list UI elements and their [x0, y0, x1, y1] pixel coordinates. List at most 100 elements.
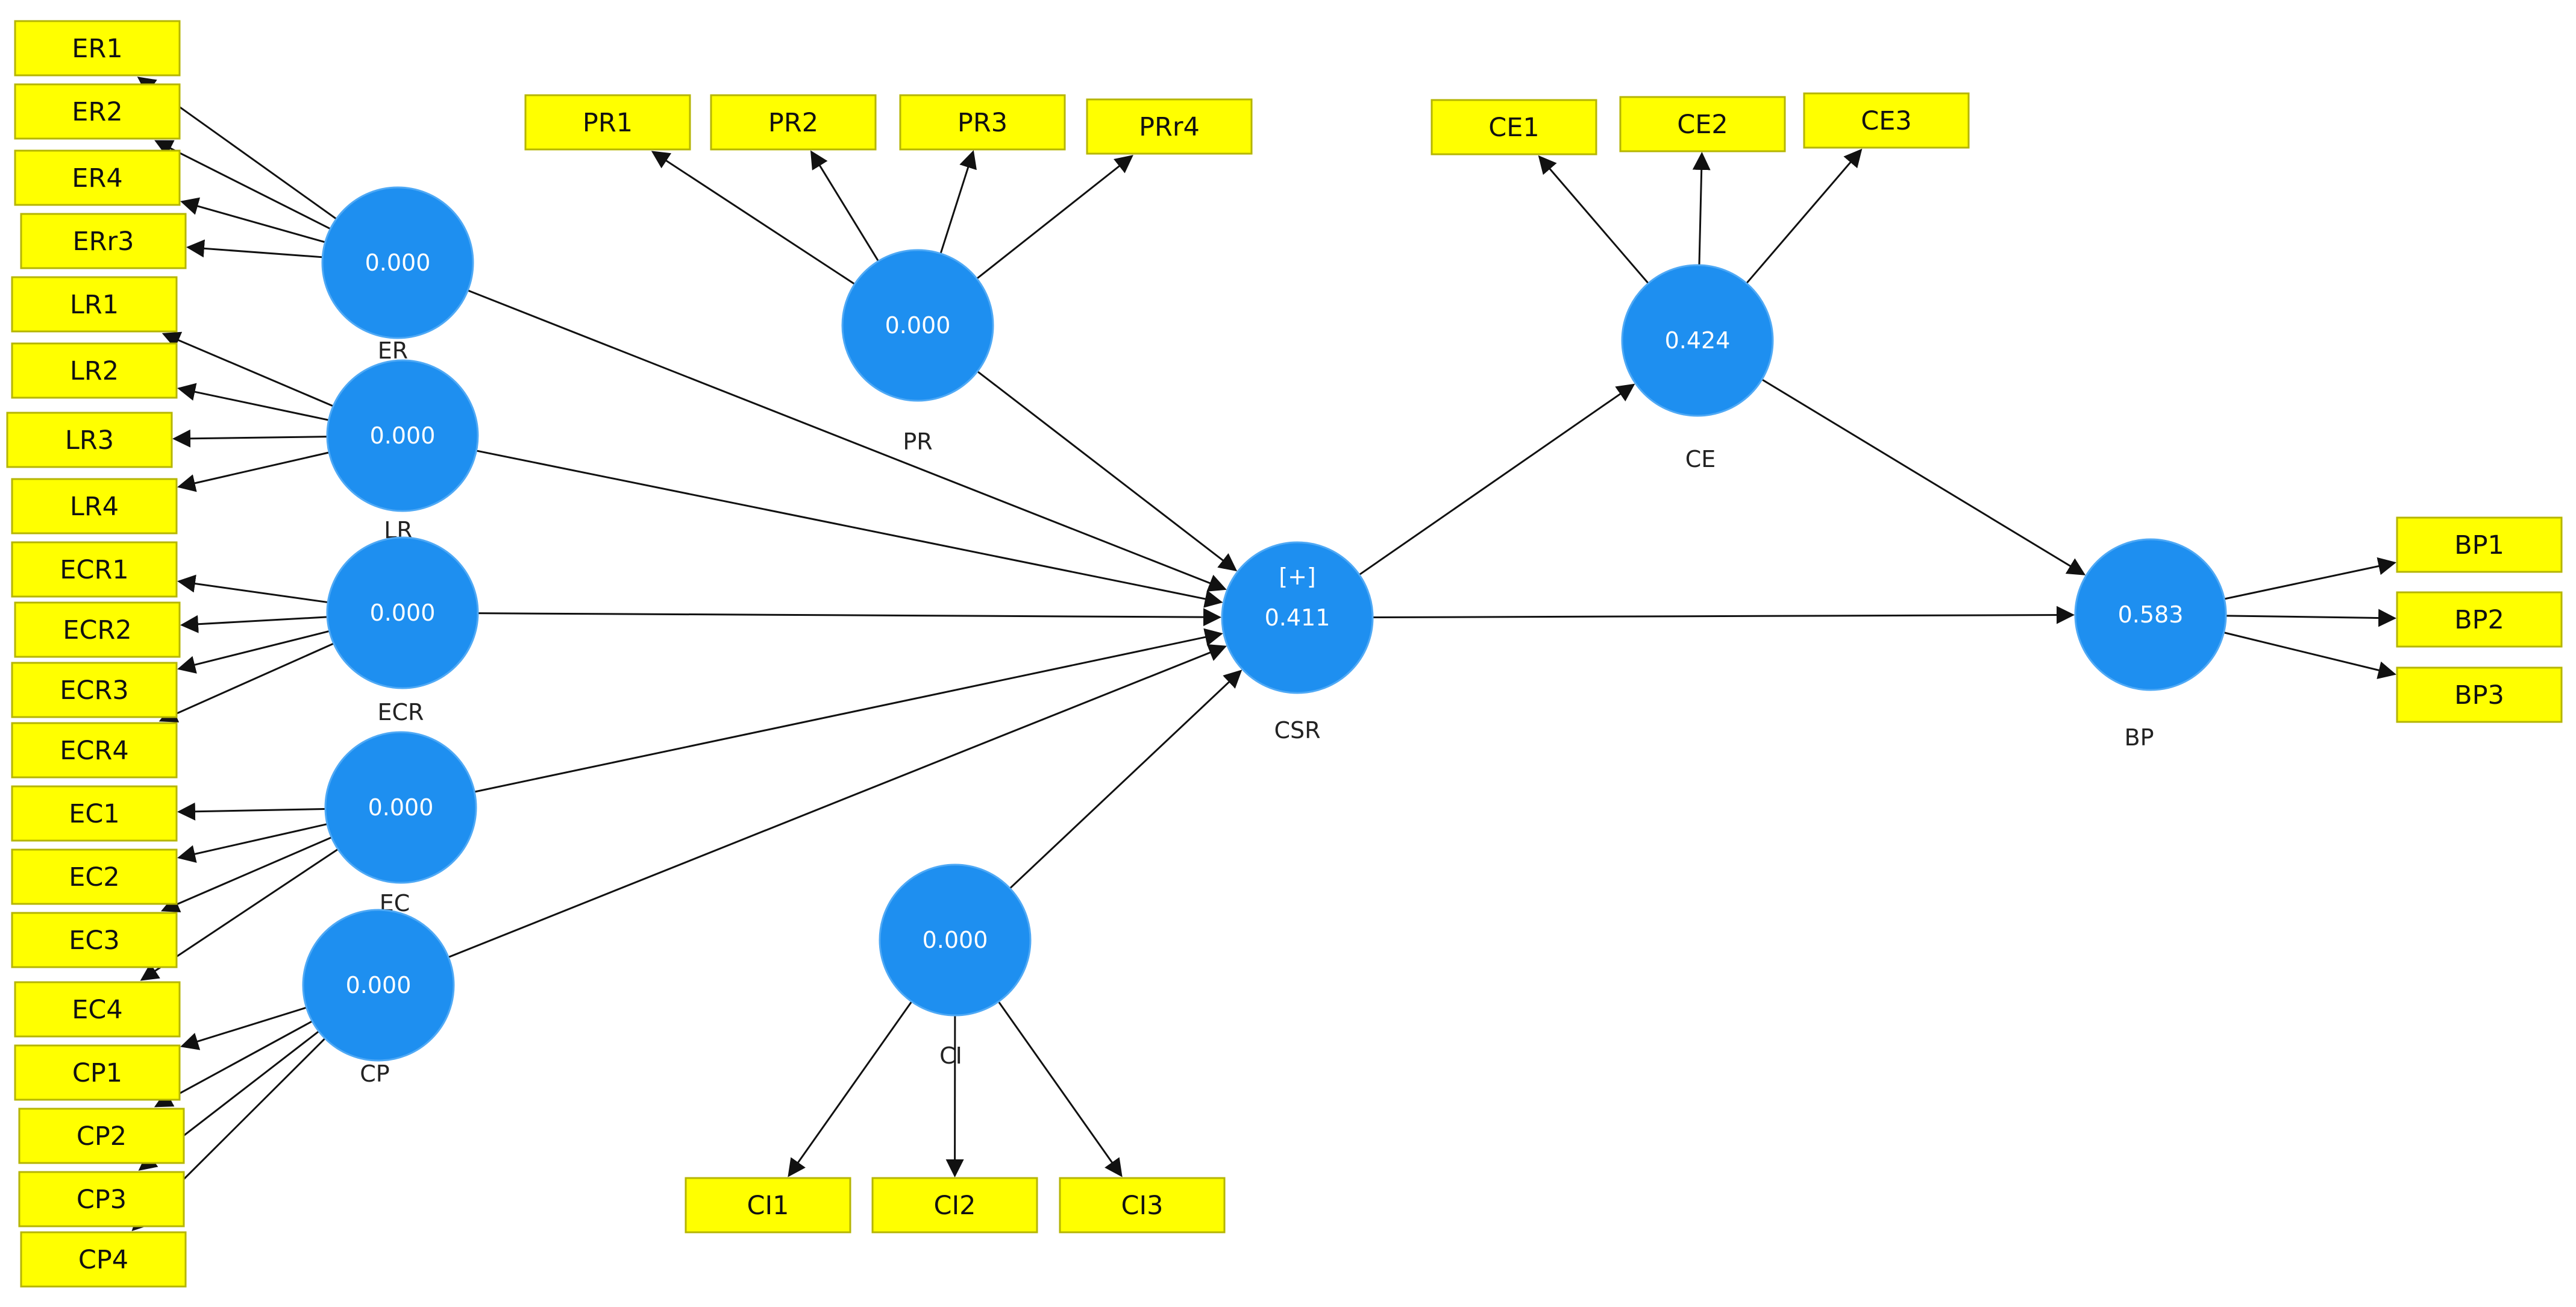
construct-circle	[326, 536, 479, 689]
edge-ecr-to-ecr3	[177, 630, 330, 674]
indicator-ce1[interactable]: CE1	[1431, 99, 1597, 155]
indicator-ecr4[interactable]: ECR4	[11, 722, 178, 779]
edge-er-to-er2	[154, 140, 331, 230]
indicator-lr4[interactable]: LR4	[11, 478, 178, 534]
indicator-bp2[interactable]: BP2	[2396, 591, 2563, 648]
indicator-box	[14, 149, 181, 206]
indicator-ce2[interactable]: CE2	[1619, 96, 1786, 152]
edge-ce-to-ce3	[1746, 148, 1863, 284]
indicator-pr2[interactable]: PR2	[710, 94, 877, 151]
indicator-er1[interactable]: ER1	[14, 20, 181, 77]
edge-csr-to-bp	[1372, 606, 2075, 624]
indicator-ecr1[interactable]: ECR1	[11, 541, 178, 598]
indicator-bp1[interactable]: BP1	[2396, 516, 2563, 573]
indicator-box	[1059, 1177, 1226, 1233]
indicator-box	[685, 1177, 851, 1233]
edge-bp-to-bp3	[2223, 632, 2396, 679]
indicator-box	[11, 848, 178, 905]
edge-pr-to-pr1	[651, 151, 856, 285]
indicator-cp2[interactable]: CP2	[18, 1108, 185, 1164]
indicator-box	[524, 94, 691, 151]
edge-er-to-er4	[180, 197, 326, 243]
indicator-bp3[interactable]: BP3	[2396, 666, 2563, 723]
edge-pr-to-pr3	[939, 150, 977, 254]
indicator-ec2[interactable]: EC2	[11, 848, 178, 905]
indicator-er2[interactable]: ER2	[14, 83, 181, 140]
indicator-box	[1803, 92, 1970, 149]
indicator-label: CP3	[77, 1185, 127, 1215]
indicator-er4[interactable]: ER4	[14, 149, 181, 206]
edge-ce-to-ce1	[1538, 155, 1649, 284]
indicator-label: CP4	[78, 1245, 128, 1275]
indicator-err3[interactable]: ERr3	[20, 213, 187, 269]
indicator-ci2[interactable]: CI2	[871, 1177, 1038, 1233]
indicator-label: CE1	[1488, 113, 1540, 143]
indicator-box	[1619, 96, 1786, 152]
r-squared-value: 0.000	[346, 972, 412, 998]
construct-label: CP	[360, 1061, 389, 1087]
indicator-box	[11, 342, 178, 399]
indicator-label: ER2	[72, 97, 122, 127]
edge-lr-to-csr	[476, 450, 1223, 608]
indicator-ce3[interactable]: CE3	[1803, 92, 1970, 149]
indicator-ci1[interactable]: CI1	[685, 1177, 851, 1233]
indicator-box	[11, 722, 178, 779]
indicator-lr3[interactable]: LR3	[6, 412, 173, 468]
construct-circle	[841, 249, 994, 402]
indicator-label: LR4	[70, 492, 119, 522]
r-squared-value: 0.424	[1665, 327, 1731, 354]
indicator-prr4[interactable]: PRr4	[1086, 98, 1253, 155]
indicator-cp3[interactable]: CP3	[18, 1171, 185, 1227]
indicator-label: EC4	[72, 995, 123, 1025]
edge-ecr-to-ecr2	[180, 615, 328, 633]
indicator-label: CP2	[77, 1121, 127, 1152]
indicator-ecr2[interactable]: ECR2	[14, 601, 181, 658]
indicator-label: PRr4	[1139, 112, 1200, 142]
indicator-cp1[interactable]: CP1	[14, 1044, 181, 1101]
indicator-ec4[interactable]: EC4	[14, 981, 181, 1038]
indicator-pr3[interactable]: PR3	[899, 94, 1066, 151]
r-squared-value: 0.000	[365, 249, 431, 276]
edge-ci-to-ci1	[788, 1001, 913, 1177]
indicator-label: PR2	[768, 108, 818, 138]
indicator-label: CE2	[1677, 110, 1728, 140]
indicator-label: EC2	[69, 862, 120, 892]
indicator-box	[14, 981, 181, 1038]
indicator-lr1[interactable]: LR1	[11, 276, 178, 333]
indicator-label: CI3	[1121, 1191, 1163, 1221]
indicator-ci3[interactable]: CI3	[1059, 1177, 1226, 1233]
indicator-ec3[interactable]: EC3	[11, 912, 178, 968]
indicator-box	[11, 912, 178, 968]
edge-ec-to-ec3	[161, 836, 332, 913]
construct-circle	[879, 863, 1032, 1017]
indicator-label: ER1	[72, 34, 122, 64]
indicator-pr1[interactable]: PR1	[524, 94, 691, 151]
edge-lr-to-lr1	[161, 331, 334, 407]
indicator-lr2[interactable]: LR2	[11, 342, 178, 399]
indicator-ec1[interactable]: EC1	[11, 785, 178, 842]
expand-badge[interactable]: [+]	[1279, 563, 1316, 590]
indicator-box	[1086, 98, 1253, 155]
indicator-box	[11, 662, 178, 718]
indicator-ecr3[interactable]: ECR3	[11, 662, 178, 718]
indicator-label: CP1	[72, 1058, 122, 1088]
edge-ec-to-csr	[474, 628, 1223, 793]
indicator-label: EC3	[69, 926, 120, 956]
indicator-label: BP3	[2454, 680, 2504, 710]
indicator-boxes-layer: ER1ER2ER4ERr3LR1LR2LR3LR4ECR1ECR2ECR3ECR…	[6, 20, 2563, 1288]
indicator-label: CI1	[747, 1191, 789, 1221]
construct-label: PR	[903, 428, 932, 455]
r-squared-value: 0.000	[370, 422, 436, 449]
indicator-cp4[interactable]: CP4	[20, 1231, 187, 1288]
construct-circle	[1221, 541, 1374, 694]
